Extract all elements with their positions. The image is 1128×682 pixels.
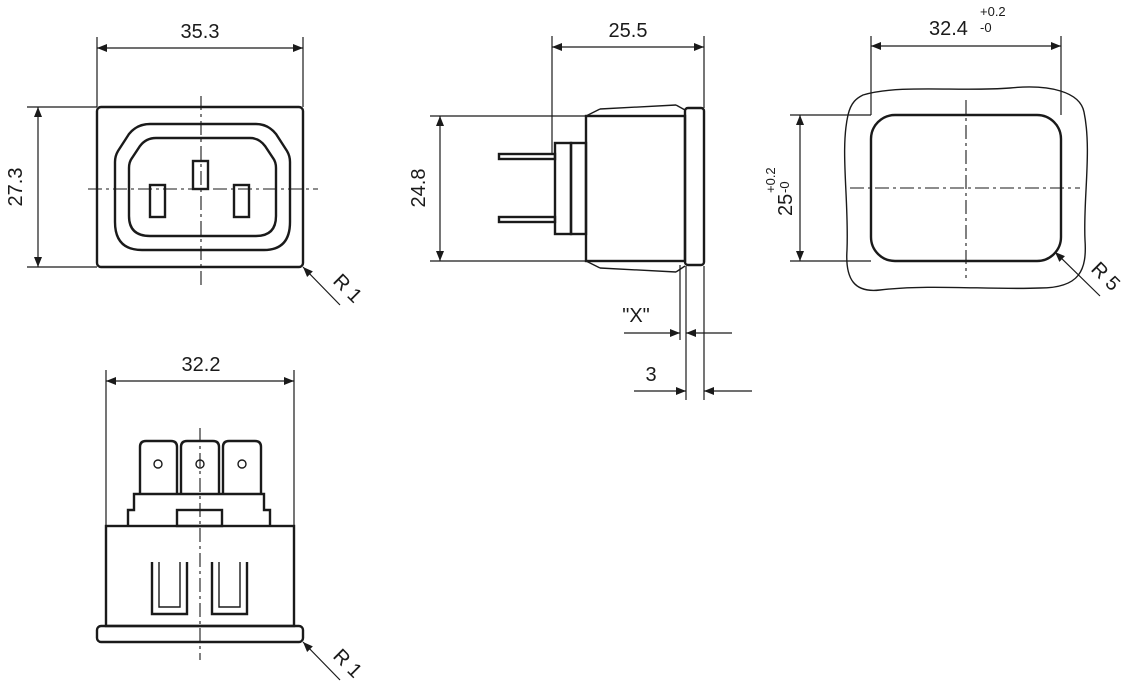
rear-width-label: 32.2 (182, 354, 221, 376)
side-flange (683, 106, 706, 267)
front-height-label: 27.3 (5, 168, 27, 207)
side-height-label: 24.8 (408, 169, 430, 208)
side-view: 25.5 24.8 "X" 3 (408, 20, 752, 400)
front-view-body (95, 105, 305, 269)
rear-radius-leader (302, 641, 341, 681)
panel-break-outline (843, 86, 1089, 292)
cutout-view: 32.4 +0.2 -0 25 +0.2 -0 R 5 (763, 4, 1124, 297)
rear-clip-right (210, 562, 249, 616)
cutout-width-base: 32.4 (929, 18, 968, 40)
thickness-label: 3 (645, 364, 656, 386)
cutout-width-tol-lower: -0 (980, 20, 992, 35)
side-rear-step (569, 141, 588, 236)
side-depth-label: 25.5 (609, 20, 648, 42)
rear-radius-label: R 1 (328, 645, 366, 682)
cutout-radius-leader (1054, 251, 1101, 297)
cutout-width-tol-upper: +0.2 (980, 4, 1006, 19)
rear-terminal-right (221, 439, 263, 494)
side-terminal-block (553, 141, 573, 236)
line-pin-slot (148, 183, 167, 219)
cutout-width-label: 32.4 (929, 18, 968, 40)
side-lower-terminal (497, 215, 557, 224)
rear-view: 32.2 R 1 (95, 354, 366, 682)
rear-terminal-left (138, 439, 179, 494)
side-housing (584, 114, 687, 263)
cutout-radius-label: R 5 (1086, 258, 1124, 296)
socket-inner-outline (127, 136, 278, 238)
rear-clip-left (150, 562, 189, 616)
cutout-height-base: 25 (775, 194, 797, 216)
cutout-height-tol-lower: -0 (777, 181, 792, 193)
front-radius-label: R 1 (328, 270, 366, 308)
front-width-label: 35.3 (181, 21, 220, 43)
front-radius-leader (302, 266, 341, 306)
rear-terminal-base (126, 492, 272, 526)
neutral-pin-slot (232, 183, 251, 219)
x-dimension-label: "X" (622, 305, 650, 327)
side-upper-terminal (497, 152, 557, 161)
front-view: 35.3 27.3 R 1 (5, 21, 366, 308)
socket-outer-outline (113, 122, 292, 252)
cutout-height-tol-upper: +0.2 (763, 167, 778, 193)
